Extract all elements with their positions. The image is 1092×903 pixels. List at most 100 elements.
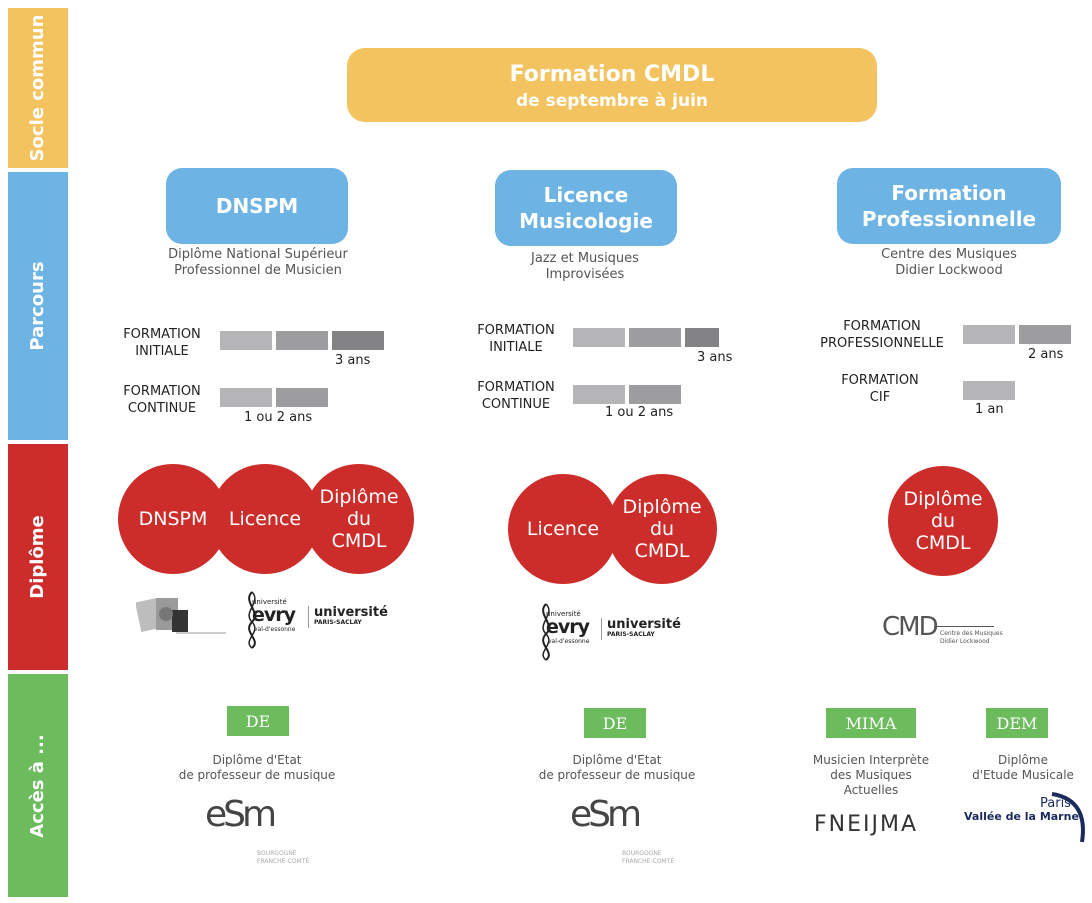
arc-icon (1051, 792, 1085, 843)
band-socle-commun: Socle commun (8, 8, 68, 168)
row-label-line: PROFESSIONNELLE (820, 336, 944, 351)
acces-desc-dem: Diplôme d'Etude Musicale (958, 753, 1088, 783)
evry-big-label: evry (252, 604, 296, 626)
logo-divider (308, 606, 309, 628)
duration-label: 1 ou 2 ans (244, 410, 313, 425)
fneijma-logo: FNEIJMA (814, 812, 919, 837)
row-label-line: INITIALE (489, 340, 543, 355)
diploma-label: DNSPM (138, 508, 208, 530)
diploma-label: Licence (526, 518, 600, 540)
cmdl-mark: CMD (882, 612, 939, 642)
evry-small-label: université (546, 610, 581, 618)
cmdl-caption: Centre des Musiques Didier Lockwood (940, 630, 1003, 646)
universite-paris-saclay-logo: université PARIS-SACLAY (607, 618, 687, 638)
universite-evry-logo: université evry val-d'essonne (238, 588, 308, 650)
dna-icon (248, 591, 256, 649)
row-label-line: CIF (869, 390, 891, 405)
parcours-pro-title-l1: Formation (891, 181, 1007, 205)
evry-big-label: evry (546, 616, 590, 638)
row-label-line: FORMATION (843, 319, 921, 334)
parcours-licence-desc: Jazz et Musiques Improvisées (470, 251, 700, 283)
desc-line: Centre des Musiques (881, 247, 1017, 262)
duration-bar-segment (220, 331, 272, 350)
duration-bar-segment (963, 325, 1015, 344)
cmdl-logo: CMD Centre des Musiques Didier Lockwood (882, 610, 1012, 650)
esm-caption: BOURGOGNE FRANCHE-COMTÉ (257, 850, 309, 866)
duration-label: 2 ans (1028, 347, 1064, 362)
parcours-licence-box: Licence Musicologie (495, 170, 677, 246)
acces-desc-line: Actuelles (843, 783, 899, 797)
duration-bar-segment (573, 328, 625, 347)
parcours-pro-box: Formation Professionnelle (837, 168, 1061, 244)
acces-desc-de: Diplôme d'Etat de professeur de musique (140, 753, 374, 783)
cmdl-line (934, 626, 994, 627)
badge-mima: MIMA (826, 708, 916, 738)
acces-desc-line: Diplôme (998, 753, 1048, 767)
row-label-continue: FORMATION CONTINUE (104, 383, 220, 417)
parcours-dnspm-title: DNSPM (215, 194, 299, 218)
duration-bar-segment (1019, 325, 1071, 344)
desc-line: Didier Lockwood (895, 263, 1003, 278)
row-label-professionnelle: FORMATION PROFESSIONNELLE (800, 318, 964, 352)
badge-de: DE (584, 708, 646, 738)
duration-bar-segment (685, 328, 719, 347)
desc-line: Professionnel de Musicien (174, 263, 342, 278)
acces-desc-line: Diplôme d'Etat (212, 753, 302, 767)
formation-title: Formation CMDL (509, 62, 715, 87)
row-label-line: CONTINUE (127, 401, 197, 416)
acces-desc-line: des Musiques (830, 768, 912, 782)
cmdl-caption-line: Centre des Musiques (940, 630, 1003, 637)
esm-logo: eSm BOURGOGNE FRANCHE-COMTÉ (205, 794, 325, 880)
duration-bar-segment (629, 328, 681, 347)
parcours-pro-title-l2: Professionnelle (861, 207, 1037, 231)
parcours-licence-title-l1: Licence (543, 183, 629, 207)
parcours-licence-title-l2: Musicologie (519, 209, 653, 233)
paris-vallee-de-la-marne-logo: Paris Vallée de la Marne (960, 792, 1088, 844)
diploma-circle-cmdl: Diplôme du CMDL (304, 464, 414, 574)
acces-desc-mima: Musicien Interprète des Musiques Actuell… (796, 753, 946, 798)
duration-bar-segment (276, 331, 328, 350)
row-label-line: FORMATION (841, 373, 919, 388)
esm-caption-line: BOURGOGNE (257, 850, 297, 857)
badge-de: DE (227, 706, 289, 736)
acces-desc-line: Diplôme d'Etat (572, 753, 662, 767)
row-label-line: CONTINUE (481, 397, 551, 412)
desc-line: Improvisées (545, 267, 625, 282)
diploma-label: Diplôme du CMDL (319, 486, 399, 552)
esm-mark: eSm (205, 794, 277, 835)
diploma-label: Diplôme du CMDL (903, 488, 983, 554)
band-socle-label: Socle commun (27, 14, 48, 162)
diploma-label: Diplôme du CMDL (622, 496, 702, 562)
band-parcours-label: Parcours (27, 261, 48, 351)
row-label-line: INITIALE (135, 344, 189, 359)
esm-mark: eSm (570, 794, 642, 835)
row-label-line: FORMATION (477, 380, 555, 395)
acces-desc-line: de professeur de musique (538, 768, 696, 782)
paris-label: Paris (1040, 796, 1071, 811)
duration-label: 1 ou 2 ans (605, 405, 674, 420)
diploma-circle-licence: Licence (508, 474, 618, 584)
band-parcours: Parcours (8, 172, 68, 440)
saclay-top-label: université (314, 605, 388, 620)
desc-line: Diplôme National Supérieur (168, 247, 348, 262)
esm-caption-line: FRANCHE-COMTÉ (622, 858, 675, 865)
duration-bar-segment (220, 388, 272, 407)
logo-divider (601, 618, 602, 640)
row-label-line: FORMATION (123, 327, 201, 342)
duration-bar-segment (963, 381, 1015, 400)
esm-caption: BOURGOGNE FRANCHE-COMTÉ (622, 850, 674, 866)
diploma-circle-cmdl: Diplôme du CMDL (607, 474, 717, 584)
band-acces-label: Accès à ... (27, 733, 48, 838)
vallee-label: Vallée de la Marne (964, 810, 1079, 823)
formation-cmdl-box: Formation CMDL de septembre à juin (347, 48, 877, 122)
duration-bar-segment (332, 331, 384, 350)
acces-desc-line: d'Etude Musicale (972, 768, 1074, 782)
duration-label: 3 ans (697, 350, 733, 365)
esm-caption-line: BOURGOGNE (622, 850, 662, 857)
universite-evry-logo: université evry val-d'essonne (532, 600, 602, 662)
evry-sub-label: val-d'essonne (254, 626, 296, 633)
row-label-line: FORMATION (123, 384, 201, 399)
band-acces: Accès à ... (8, 674, 68, 897)
duration-bar-segment (573, 385, 625, 404)
band-diplome: Diplôme (8, 444, 68, 670)
